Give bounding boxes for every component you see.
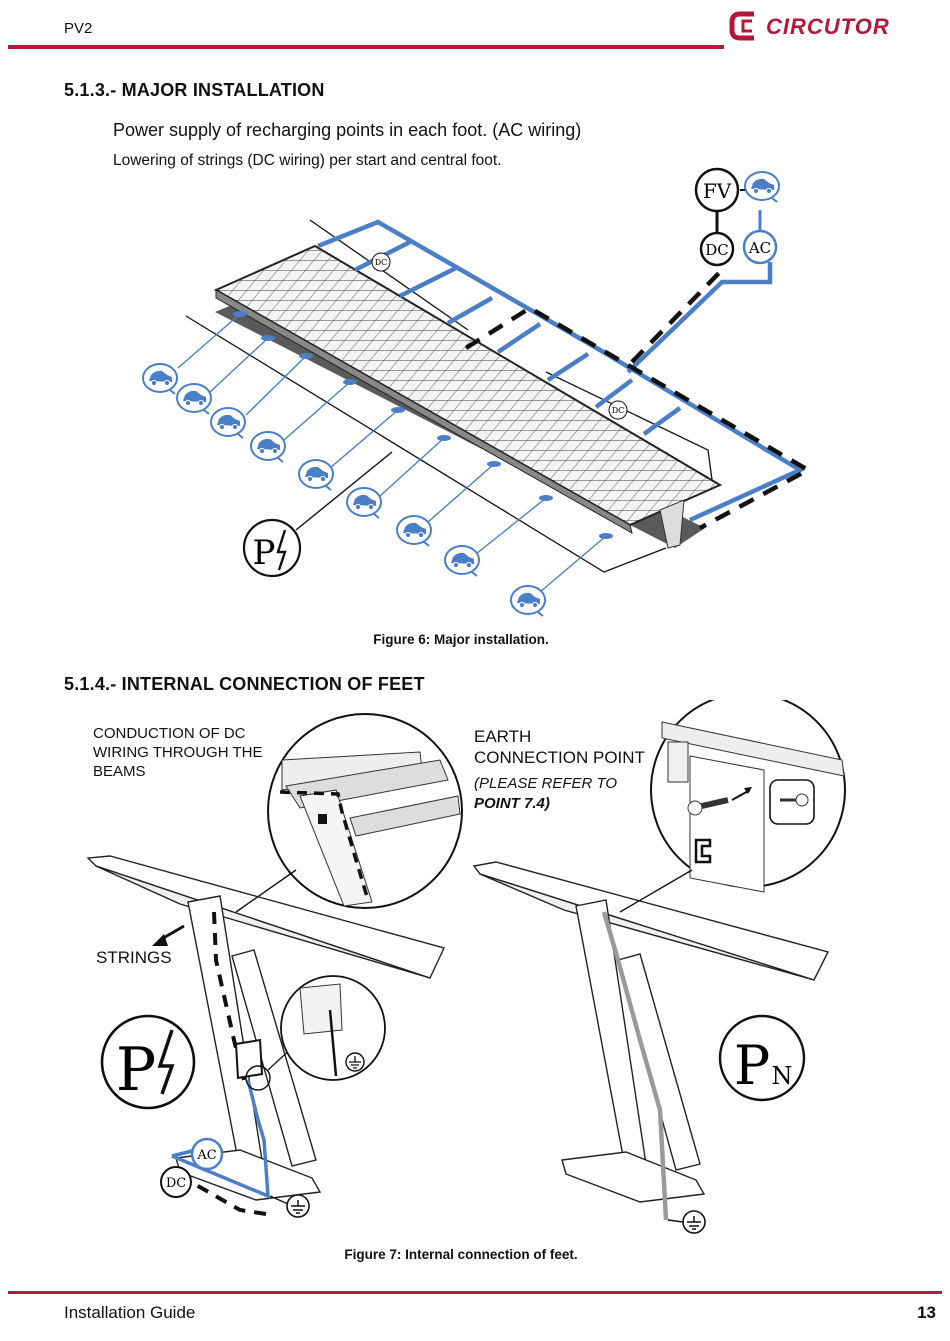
dc-label-small: DC (375, 258, 388, 267)
refer-note: (PLEASE REFER TO POINT 7.4) (474, 775, 618, 812)
ground-icon (667, 1210, 706, 1234)
brand-logo: CIRCUTOR (726, 8, 906, 44)
charging-point-icon (242, 518, 302, 578)
doc-title: PV2 (64, 20, 93, 37)
support-foot (659, 499, 685, 549)
page-number: 13 (917, 1303, 936, 1322)
ground-icon (269, 1194, 310, 1218)
ev-car-icon (744, 171, 780, 203)
intro-line-dc: Lowering of strings (DC wiring) per star… (113, 152, 502, 169)
ac-wiring (317, 219, 805, 523)
junction-box-icon (234, 1038, 264, 1080)
dc-conduction-label: CONDUCTION OF DC WIRING THROUGH THE BEAM… (93, 725, 263, 780)
left-ac-badge (190, 1137, 224, 1171)
dc-badge (699, 231, 735, 267)
ac-badge-label: AC (748, 239, 771, 257)
dc-wiring (464, 262, 813, 530)
right-charging-subscript: N (772, 1062, 793, 1090)
header-rule (8, 45, 724, 49)
lightning-icon (276, 529, 287, 571)
ev-car-icon (444, 545, 480, 577)
ev-car-icon (142, 363, 178, 395)
ac-badge (742, 229, 778, 265)
figure7-caption: Figure 7: Internal connection of feet. (344, 1247, 578, 1262)
left-charging-letter: P (116, 1035, 156, 1105)
charger-markers (233, 311, 613, 539)
zoom-detail-ground (280, 975, 386, 1081)
dc-badge-label: DC (705, 241, 729, 259)
dc-label-small: DC (612, 406, 625, 415)
section-heading-major-installation: 5.1.3.- MAJOR INSTALLATION (64, 80, 325, 100)
ev-car-icon (298, 459, 334, 491)
charger-leaders (177, 313, 607, 593)
circutor-logo-icon (729, 11, 754, 41)
ev-car-icon (250, 431, 286, 463)
right-charging-point-icon (718, 1014, 806, 1102)
fv-badge-label: FV (703, 179, 732, 203)
footer-title: Installation Guide (64, 1303, 196, 1322)
ev-car-icon (510, 585, 546, 617)
zoom-detail-earth-point (650, 700, 846, 893)
right-foot-structure (472, 861, 830, 1203)
canopy-frame-line (545, 371, 713, 481)
right-charging-letter: P (734, 1034, 770, 1097)
earth-connection-label: EARTH CONNECTION POINT (474, 727, 645, 767)
brand-name: CIRCUTOR (766, 14, 890, 39)
strings-label: STRINGS (96, 948, 172, 967)
ev-car-icon (396, 515, 432, 547)
panel-edge (215, 289, 633, 535)
ev-car-icon (346, 487, 382, 519)
zoom-detail-beams (267, 713, 463, 909)
figure6-caption: Figure 6: Major installation. (373, 632, 549, 647)
figure-internal-connection: AC DC P (86, 700, 846, 1234)
ev-car-icon (210, 407, 246, 439)
figure-major-installation: DC DC FV DC AC P (142, 167, 813, 617)
fv-badge (694, 167, 740, 213)
earth-wire (601, 911, 669, 1221)
canopy-frame-line (185, 315, 667, 573)
left-ac-badge-label: AC (196, 1148, 216, 1163)
strings-arrow-icon (152, 924, 185, 946)
left-lightning-icon (157, 1029, 175, 1095)
section-heading-internal-connection: 5.1.4.- INTERNAL CONNECTION OF FEET (64, 674, 425, 694)
left-charging-point-icon (100, 1014, 196, 1110)
left-dc-badge-label: DC (166, 1176, 186, 1191)
ev-car-icon (176, 383, 212, 415)
left-dc-badge (160, 1166, 192, 1198)
solar-panel-array (213, 244, 723, 527)
intro-line-ac: Power supply of recharging points in eac… (113, 120, 582, 140)
footer-rule (8, 1291, 942, 1294)
charging-point-letter: P (253, 533, 276, 573)
